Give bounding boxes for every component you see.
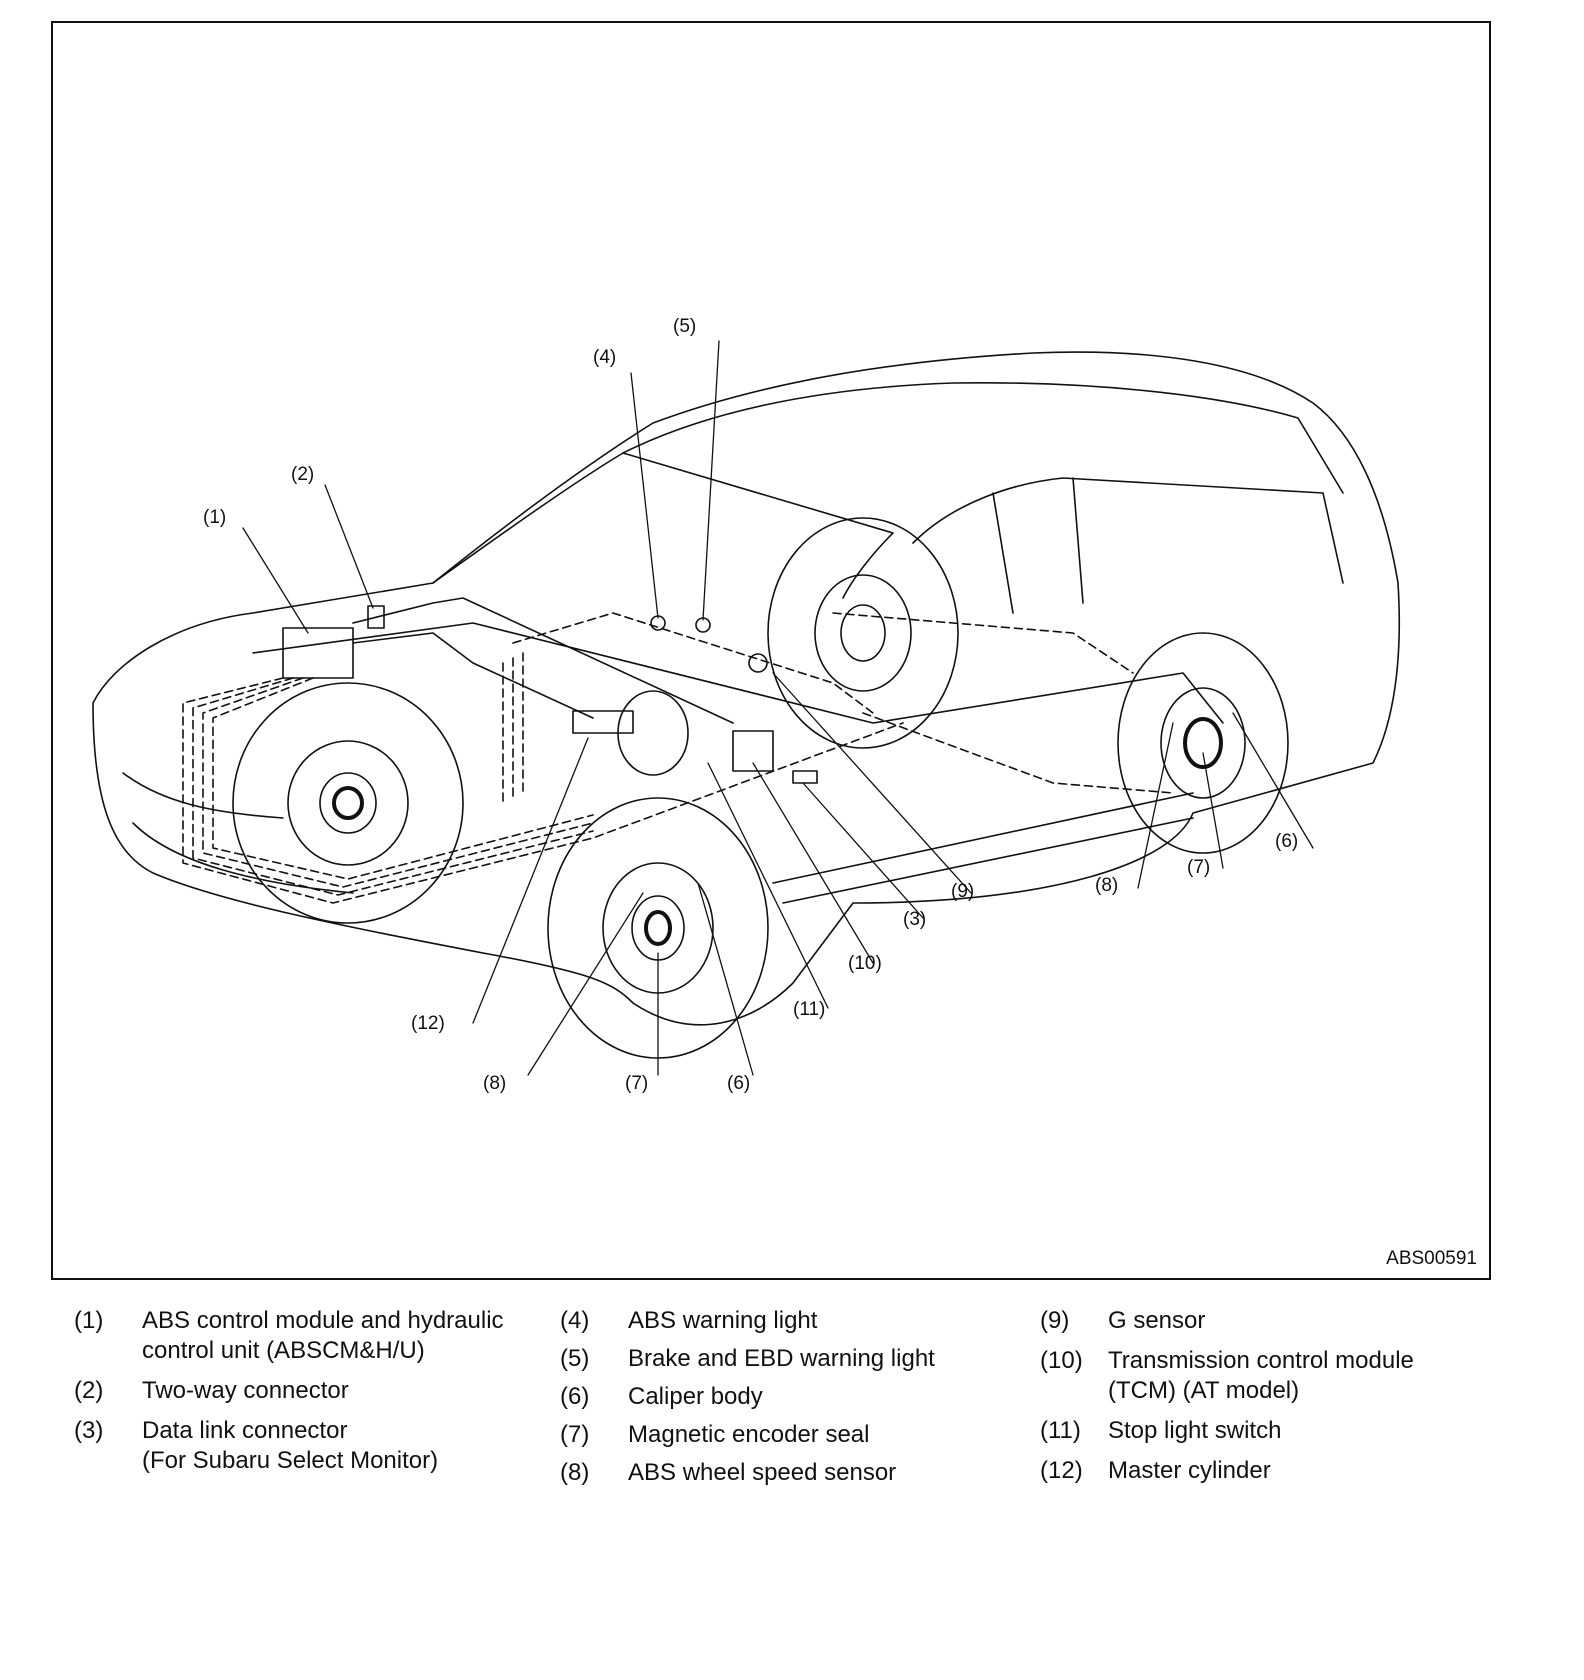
callout-label-6-front: (6)	[727, 1073, 750, 1094]
legend-column-1: (1) ABS control module and hydraulic con…	[74, 1306, 504, 1486]
legend-item: (9) G sensor	[1040, 1306, 1414, 1336]
legend-number: (9)	[1040, 1307, 1070, 1334]
callout-label-11: (11)	[793, 999, 825, 1020]
legend-number: (6)	[560, 1383, 590, 1410]
legend-description: G sensor	[1108, 1307, 1206, 1334]
legend-item: (10) Transmission control module (TCM) (…	[1040, 1346, 1414, 1406]
legend-description: Transmission control module (TCM) (AT mo…	[1108, 1347, 1414, 1404]
callout-label-8-front: (8)	[483, 1073, 506, 1094]
callout-leader-lines	[242, 340, 1314, 1076]
legend-description: ABS wheel speed sensor	[628, 1459, 897, 1486]
legend-description: Stop light switch	[1108, 1417, 1282, 1444]
legend-number: (7)	[560, 1421, 590, 1448]
legend-item: (5) Brake and EBD warning light	[560, 1344, 935, 1374]
legend-column-2: (4) ABS warning light (5) Brake and EBD …	[560, 1306, 935, 1496]
legend-number: (1)	[74, 1307, 104, 1334]
car-abs-diagram: (1) (2) (3) (4) (5) (6) (6) (7) (7) (8) …	[92, 316, 1401, 1094]
rear-right-wheel	[1117, 632, 1289, 854]
callout-label-9: (9)	[951, 881, 974, 902]
legend-number: (10)	[1040, 1347, 1083, 1374]
legend-number: (2)	[74, 1377, 104, 1404]
callout-label-4: (4)	[593, 347, 616, 368]
legend-description: Data link connector (For Subaru Select M…	[142, 1417, 439, 1474]
brake-booster	[617, 690, 689, 776]
legend-item: (8) ABS wheel speed sensor	[560, 1458, 935, 1488]
brake-line-main	[352, 597, 734, 724]
door-line	[992, 477, 1084, 614]
g-sensor-shape	[748, 653, 768, 673]
legend-number: (11)	[1040, 1417, 1081, 1444]
callout-label-1: (1)	[203, 507, 226, 528]
callout-label-7-front: (7)	[625, 1073, 648, 1094]
legend-description: ABS control module and hydraulic control…	[142, 1307, 504, 1364]
rear-left-wheel	[767, 517, 959, 749]
legend-description: Two-way connector	[142, 1377, 349, 1404]
side-window	[912, 477, 1344, 584]
legend-item: (12) Master cylinder	[1040, 1456, 1414, 1486]
tcm-box	[732, 730, 774, 772]
legend-item: (11) Stop light switch	[1040, 1416, 1414, 1446]
legend-number: (8)	[560, 1459, 590, 1486]
legend-number: (5)	[560, 1345, 590, 1372]
figure-id: ABS00591	[1386, 1248, 1477, 1269]
callout-label-7-rear: (7)	[1187, 857, 1210, 878]
legend-description: Brake and EBD warning light	[628, 1345, 935, 1372]
callout-label-8-rear: (8)	[1095, 875, 1118, 896]
legend-description: Caliper body	[628, 1383, 763, 1410]
figure-frame: (1) (2) (3) (4) (5) (6) (6) (7) (7) (8) …	[51, 21, 1491, 1280]
legend-item: (3) Data link connector (For Subaru Sele…	[74, 1416, 504, 1476]
callout-label-3: (3)	[903, 909, 926, 930]
car-body-outline	[92, 351, 1401, 1026]
front-left-wheel	[232, 682, 464, 924]
legend-item: (1) ABS control module and hydraulic con…	[74, 1306, 504, 1366]
master-cylinder-box	[572, 710, 634, 734]
legend-item: (2) Two-way connector	[74, 1376, 504, 1406]
callout-label-10: (10)	[848, 953, 882, 974]
two-way-connector-box	[367, 605, 385, 629]
callout-label-5: (5)	[673, 316, 696, 337]
legend-number: (4)	[560, 1307, 590, 1334]
sill-line	[772, 792, 1194, 904]
legend-description: Master cylinder	[1108, 1457, 1271, 1484]
data-link-connector-box	[792, 770, 818, 784]
absc-module-box	[282, 627, 354, 679]
legend-number: (3)	[74, 1417, 104, 1444]
windshield-outline	[432, 452, 894, 599]
body-side-line	[252, 622, 1224, 724]
legend-description: ABS warning light	[628, 1307, 818, 1334]
legend-item: (4) ABS warning light	[560, 1306, 935, 1336]
legend-description: Magnetic encoder seal	[628, 1421, 870, 1448]
callout-label-6-rear: (6)	[1275, 831, 1298, 852]
callout-label-12: (12)	[411, 1013, 445, 1034]
callout-label-2: (2)	[291, 464, 314, 485]
legend: (1) ABS control module and hydraulic con…	[0, 1306, 1584, 1536]
roof-line	[622, 382, 1344, 494]
legend-item: (7) Magnetic encoder seal	[560, 1420, 935, 1450]
legend-number: (12)	[1040, 1457, 1083, 1484]
callout-labels: (1) (2) (3) (4) (5) (6) (6) (7) (7) (8) …	[203, 316, 1298, 1094]
abs-wiring-harness	[182, 612, 1174, 904]
legend-column-3: (9) G sensor (10) Transmission control m…	[1040, 1306, 1414, 1496]
legend-item: (6) Caliper body	[560, 1382, 935, 1412]
